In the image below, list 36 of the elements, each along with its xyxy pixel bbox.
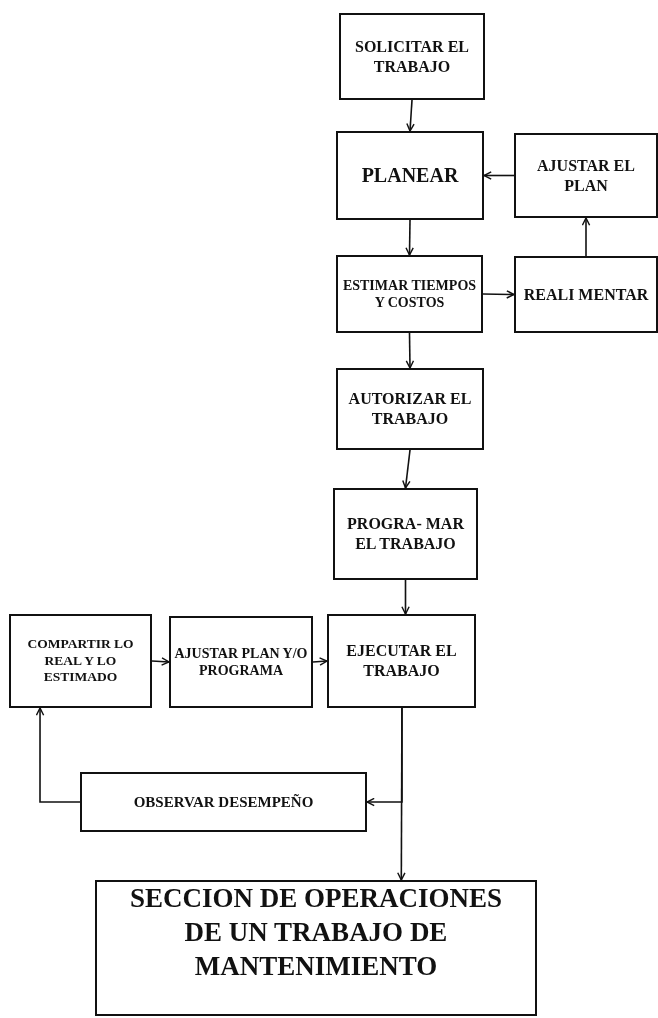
- arrow: [401, 579, 410, 615]
- arrow: [312, 657, 328, 666]
- box-label: EJECUTAR EL TRABAJO: [345, 641, 458, 681]
- process-box: [514, 256, 658, 333]
- box-label: PROGRA- MAR EL TRABAJO: [346, 514, 465, 554]
- arrow: [405, 219, 414, 256]
- box-label: REALI MENTAR: [523, 284, 649, 305]
- box-label: SECCION DE OPERACIONES DE UN TRABAJO DE MANTENIMIENTO: [128, 882, 504, 983]
- arrow: [406, 99, 415, 132]
- process-box: [327, 614, 476, 708]
- box-label: PLANEAR: [361, 163, 459, 188]
- arrow: [402, 449, 411, 489]
- arrow: [482, 290, 515, 299]
- process-box: [339, 13, 485, 100]
- box-label: COMPARTIR LO REAL Y LO ESTIMADO: [26, 635, 135, 687]
- box-label: AJUSTAR PLAN Y/O PROGRAMA: [174, 644, 308, 680]
- arrow: [35, 707, 81, 803]
- process-box: [336, 255, 483, 333]
- process-box: [514, 133, 658, 218]
- process-box: [336, 368, 484, 450]
- box-label: AUTORIZAR EL TRABAJO: [347, 389, 473, 429]
- box-label: ESTIMAR TIEMPOS Y COSTOS: [341, 276, 478, 312]
- process-box: [333, 488, 478, 580]
- process-box: [336, 131, 484, 220]
- process-box: [95, 880, 537, 1016]
- arrow: [405, 332, 415, 369]
- arrow: [397, 707, 406, 881]
- process-box: [80, 772, 367, 832]
- box-label: AJUSTAR EL PLAN: [536, 155, 636, 196]
- process-box: [169, 616, 313, 708]
- box-label: OBSERVAR DESEMPEÑO: [133, 792, 314, 812]
- box-label: SOLICITAR EL TRABAJO: [354, 36, 470, 77]
- arrow: [581, 217, 591, 257]
- arrow: [151, 657, 170, 666]
- process-box: [9, 614, 152, 708]
- arrow: [483, 171, 515, 180]
